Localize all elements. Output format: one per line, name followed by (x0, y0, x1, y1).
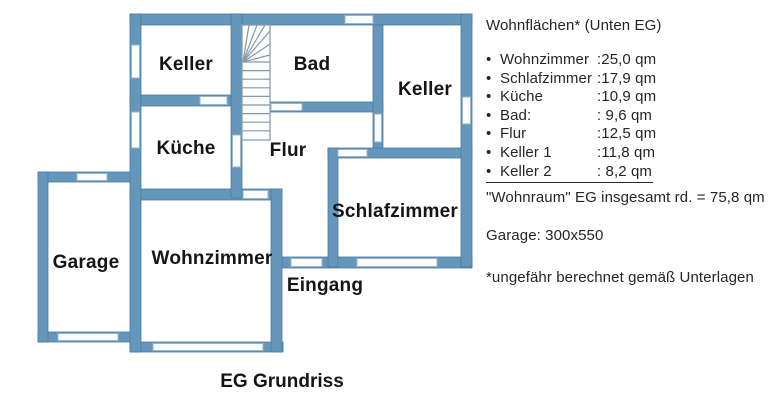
windows (57, 15, 471, 351)
window-marker (131, 44, 140, 79)
panel-heading: Wohnflächen* (Unten EG) (486, 17, 662, 34)
window-marker (131, 111, 140, 149)
room-label-flur: Flur (270, 140, 307, 161)
area-list-item: • Wohnzimmer :25,0 qm (486, 51, 657, 70)
window-marker (152, 343, 264, 351)
area-label: Wohnzimmer (500, 51, 590, 68)
window-marker (57, 333, 119, 341)
stair-treads (242, 61, 270, 132)
door-marker (374, 113, 382, 143)
area-value: :10,9 qm (597, 88, 657, 106)
area-value: :12,5 qm (597, 125, 657, 143)
area-value: :11,8 qm (597, 143, 656, 161)
garage-dimensions: Garage: 300x550 (486, 227, 604, 245)
wall-segment (129, 13, 473, 26)
room-label-keller-1: Keller (159, 54, 213, 75)
wall-segment (37, 171, 49, 343)
window-marker (242, 190, 269, 199)
wall-segment (270, 188, 283, 353)
room-labels: Keller Bad Keller Küche Flur Schlafzimme… (53, 54, 459, 296)
room-label-wohnzimmer: Wohnzimmer (152, 248, 273, 269)
staircase (241, 24, 271, 141)
bullet: • (486, 106, 492, 124)
area-list-item: • Schlafzimmer :17,9 qm (486, 69, 657, 89)
window-marker (199, 96, 228, 105)
window-marker (356, 258, 438, 267)
bullet: • (486, 125, 492, 143)
stair-winders (242, 24, 271, 63)
window-marker (76, 173, 108, 181)
area-list: • Wohnzimmer :25,0 qm • Schlafzimmer :17… (486, 51, 657, 184)
wall-segment (230, 13, 243, 199)
wall-segment (129, 13, 142, 353)
room-label-keller-2: Keller (398, 79, 452, 100)
area-value: :17,9 qm (597, 69, 657, 87)
area-label: Keller 1 (500, 143, 552, 161)
area-label: Küche (500, 88, 544, 106)
area-list-item: • Küche :10,9 qm (486, 88, 657, 107)
bullet: • (486, 51, 492, 68)
footnote: *ungefähr berechnet gemäß Unterlagen (486, 269, 754, 287)
area-label: Bad: (500, 106, 532, 124)
window-marker (344, 15, 374, 24)
bullet: • (486, 162, 492, 180)
bullet: • (486, 143, 492, 161)
room-label-garage: Garage (53, 252, 120, 273)
area-label: Schlafzimmer (500, 69, 593, 87)
room-label-kueche: Küche (156, 138, 215, 159)
wall-segment (327, 147, 339, 268)
area-value: : 9,6 qm (597, 106, 652, 124)
room-label-bad: Bad (294, 54, 331, 75)
area-list-item: • Flur :12,5 qm (486, 125, 657, 144)
window-marker (270, 103, 303, 111)
floor-plan: Keller Bad Keller Küche Flur Schlafzimme… (37, 13, 473, 392)
window-marker (337, 149, 368, 157)
area-label: Keller 2 (500, 162, 552, 180)
wall-segment (372, 24, 384, 149)
area-value: : 8,2 qm (597, 162, 652, 180)
area-list-item: • Keller 1 :11,8 qm (486, 143, 656, 163)
room-label-schlafzimmer: Schlafzimmer (332, 201, 458, 222)
area-list-item: • Bad: : 9,6 qm (486, 107, 653, 126)
area-value: :25,0 qm (597, 51, 657, 68)
bullet: • (486, 88, 492, 106)
door-marker (232, 134, 241, 168)
plan-title: EG Grundriss (220, 371, 344, 392)
total-line: "Wohnraum" EG insgesamt rd. = 75,8 qm (486, 189, 765, 207)
window-marker (462, 96, 471, 125)
room-label-eingang: Eingang (287, 275, 363, 296)
area-list-item: • Keller 2 : 8,2 qm (486, 163, 653, 184)
wall-segment (460, 13, 473, 268)
stair-outline (241, 24, 271, 141)
bullet: • (486, 69, 492, 87)
area-summary-panel: Wohnflächen* (Unten EG) • Wohnzimmer :25… (486, 16, 778, 287)
area-label: Flur (500, 125, 527, 143)
door-marker (290, 258, 323, 267)
